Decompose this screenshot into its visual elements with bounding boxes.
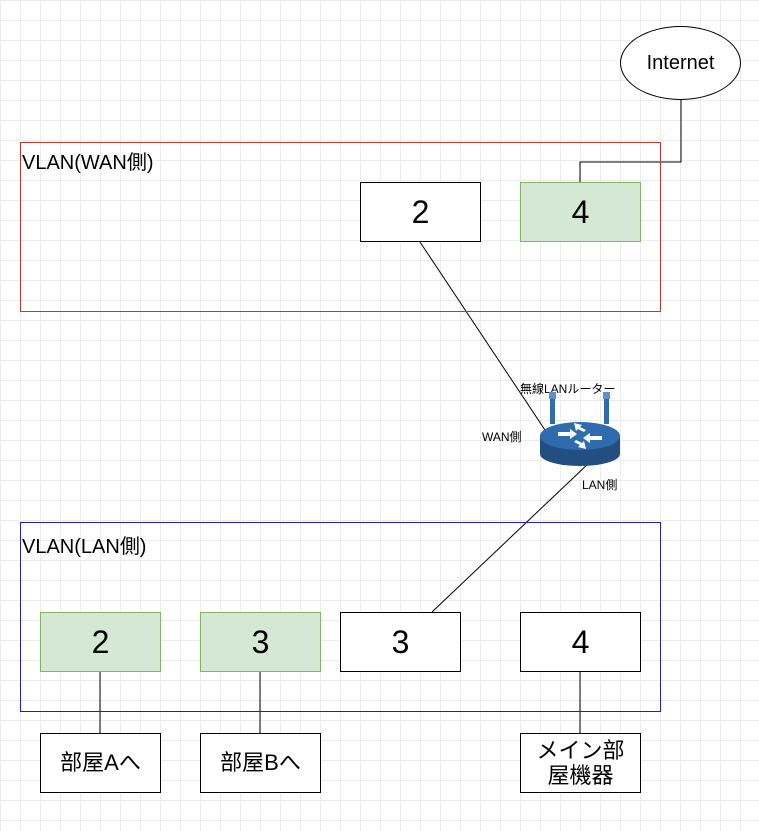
- router-lan-side-label: LAN側: [582, 478, 618, 492]
- lan-port-2: 2: [40, 612, 161, 672]
- router-label: 無線LANルーター: [520, 382, 616, 396]
- lan-port-3-room-b: 3: [200, 612, 321, 672]
- destination-room-b: 部屋Bへ: [200, 733, 321, 793]
- internet-node: Internet: [620, 26, 741, 100]
- lan-port-3-router: 3: [340, 612, 461, 672]
- vlan-lan-title: VLAN(LAN側): [22, 536, 147, 558]
- connector-router-lan-port-3: [431, 461, 591, 613]
- destination-main-room: メイン部屋機器: [520, 733, 641, 793]
- destination-room-a: 部屋Aへ: [40, 733, 161, 793]
- vlan-lan-group: [20, 522, 661, 712]
- vlan-wan-group: [20, 142, 661, 312]
- lan-port-4: 4: [520, 612, 641, 672]
- internet-label: Internet: [646, 51, 715, 74]
- vlan-wan-title: VLAN(WAN側): [22, 152, 154, 174]
- connector-wan-port-2-router: [419, 241, 546, 431]
- wireless-router-icon: [540, 392, 620, 466]
- wan-port-2: 2: [360, 182, 481, 242]
- connector-internet-wan-port-4: [579, 100, 682, 183]
- wan-port-4: 4: [520, 182, 641, 242]
- router-wan-side-label: WAN側: [482, 430, 522, 444]
